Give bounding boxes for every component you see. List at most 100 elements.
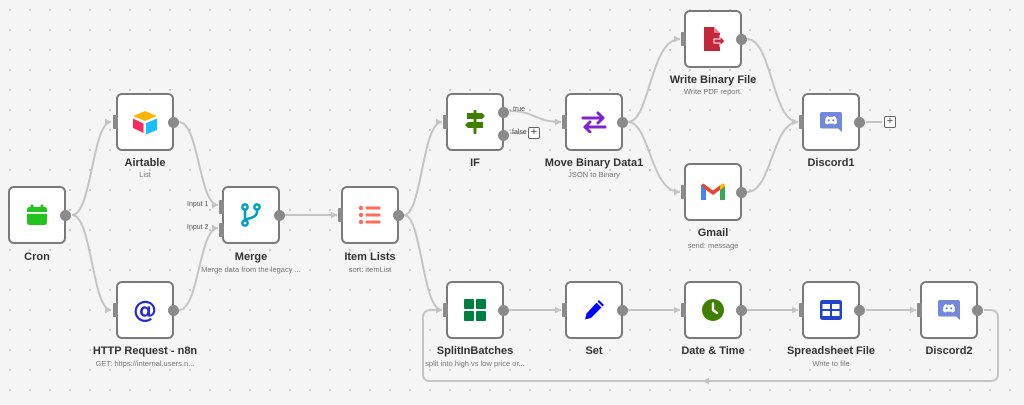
signpost-icon xyxy=(463,109,487,135)
add-node-button[interactable]: + xyxy=(884,116,896,128)
if-true-label: true xyxy=(513,106,526,113)
output-port[interactable] xyxy=(617,304,628,316)
node-discord2-title: Discord2 xyxy=(925,345,973,357)
output-port[interactable] xyxy=(736,33,747,45)
output-port[interactable] xyxy=(60,209,71,221)
node-item-lists-subtitle: sort: itemList xyxy=(348,265,392,274)
node-cron-title: Cron xyxy=(24,251,50,263)
merge-input-1-label: Input 1 xyxy=(187,201,209,208)
input-port[interactable] xyxy=(917,303,922,317)
node-spreadsheet-file-subtitle: Write to file xyxy=(812,359,850,368)
edge-cron-http xyxy=(71,214,112,311)
merge-icon xyxy=(240,203,262,227)
node-set[interactable] xyxy=(562,281,628,339)
output-port-false[interactable] xyxy=(498,130,509,141)
edge-gmail-discord1 xyxy=(746,121,799,193)
input-port[interactable] xyxy=(443,115,448,129)
input-port[interactable] xyxy=(799,115,804,129)
node-airtable-subtitle: List xyxy=(139,170,151,179)
node-gmail-title: Gmail xyxy=(697,227,729,239)
node-write-binary-file-title: Write Binary File xyxy=(669,74,757,86)
node-cron[interactable] xyxy=(8,186,71,244)
edge-discord2-loopback xyxy=(422,309,999,382)
node-split-in-batches[interactable] xyxy=(443,281,509,339)
input-port-2[interactable] xyxy=(219,223,224,237)
input-port[interactable] xyxy=(681,185,686,199)
input-port[interactable] xyxy=(113,115,118,129)
node-date-time-title: Date & Time xyxy=(681,345,745,357)
input-port[interactable] xyxy=(562,115,567,129)
node-move-binary-data-subtitle: JSON to Binary xyxy=(568,170,620,179)
gmail-icon xyxy=(700,182,726,202)
output-port[interactable] xyxy=(393,209,404,221)
node-move-binary-data-title: Move Binary Data1 xyxy=(544,157,644,169)
input-port[interactable] xyxy=(338,208,343,222)
input-port[interactable] xyxy=(113,303,118,317)
output-port[interactable] xyxy=(274,209,285,221)
output-port[interactable] xyxy=(972,304,983,316)
merge-input-2-label: Input 2 xyxy=(187,224,209,231)
node-discord2[interactable] xyxy=(917,281,983,339)
discord-icon xyxy=(937,299,961,321)
node-spreadsheet-file[interactable] xyxy=(799,281,865,339)
node-gmail-subtitle: send: message xyxy=(687,241,739,250)
edge-cron-airtable xyxy=(71,121,112,216)
discord-icon xyxy=(819,111,843,133)
edge-movebinary-writebinary xyxy=(627,38,681,123)
input-port-1[interactable] xyxy=(219,200,224,214)
node-gmail[interactable] xyxy=(681,163,747,221)
node-merge-subtitle: Merge data from the legacy ... xyxy=(201,265,301,274)
output-port[interactable] xyxy=(498,304,509,316)
node-split-in-batches-title: SplitInBatches xyxy=(436,345,514,357)
edge-writebinary-discord1 xyxy=(746,38,799,123)
table-icon xyxy=(819,299,843,321)
edge-itemlists-splitinbatches xyxy=(403,214,443,311)
output-port[interactable] xyxy=(736,186,747,198)
node-discord1-title: Discord1 xyxy=(807,157,855,169)
output-port[interactable] xyxy=(168,116,179,128)
node-http-request-title: HTTP Request - n8n xyxy=(92,345,198,357)
at-sign-icon: @ xyxy=(132,296,158,324)
airtable-icon xyxy=(131,109,159,135)
calendar-icon xyxy=(25,203,49,227)
pdf-file-icon xyxy=(701,26,726,52)
output-port[interactable] xyxy=(168,304,179,316)
node-write-binary-file-subtitle: Write PDF report. xyxy=(683,87,743,96)
node-airtable-title: Airtable xyxy=(124,157,166,169)
node-merge[interactable] xyxy=(219,186,285,244)
node-if-title: IF xyxy=(470,157,480,169)
if-false-label: false xyxy=(512,129,527,136)
add-node-button[interactable]: + xyxy=(528,127,540,139)
node-move-binary-data[interactable] xyxy=(562,93,628,151)
edge-movebinary-gmail xyxy=(627,121,681,193)
input-port[interactable] xyxy=(562,303,567,317)
node-date-time[interactable] xyxy=(681,281,747,339)
node-spreadsheet-file-title: Spreadsheet File xyxy=(786,345,876,357)
node-set-title: Set xyxy=(585,345,603,357)
output-port[interactable] xyxy=(854,116,865,128)
node-split-in-batches-subtitle: split into high vs low price or... xyxy=(425,359,525,368)
clock-icon xyxy=(701,298,725,322)
edge-itemlists-if xyxy=(403,121,443,216)
node-airtable[interactable] xyxy=(113,93,179,151)
node-discord1[interactable] xyxy=(799,93,865,151)
input-port[interactable] xyxy=(681,303,686,317)
node-merge-title: Merge xyxy=(234,251,268,263)
output-port[interactable] xyxy=(736,304,747,316)
input-port[interactable] xyxy=(799,303,804,317)
node-if[interactable] xyxy=(443,93,509,151)
swap-arrows-icon xyxy=(581,111,607,134)
node-item-lists[interactable] xyxy=(338,186,404,244)
list-icon xyxy=(358,205,382,225)
input-port[interactable] xyxy=(443,303,448,317)
pen-icon xyxy=(582,298,606,322)
node-write-binary-file[interactable] xyxy=(681,10,747,68)
node-item-lists-title: Item Lists xyxy=(344,251,396,263)
output-port[interactable] xyxy=(617,116,628,128)
input-port[interactable] xyxy=(681,32,686,46)
grid-icon xyxy=(463,298,487,322)
output-port-true[interactable] xyxy=(498,107,509,118)
node-http-request[interactable]: @ xyxy=(113,281,179,339)
output-port[interactable] xyxy=(854,304,865,316)
